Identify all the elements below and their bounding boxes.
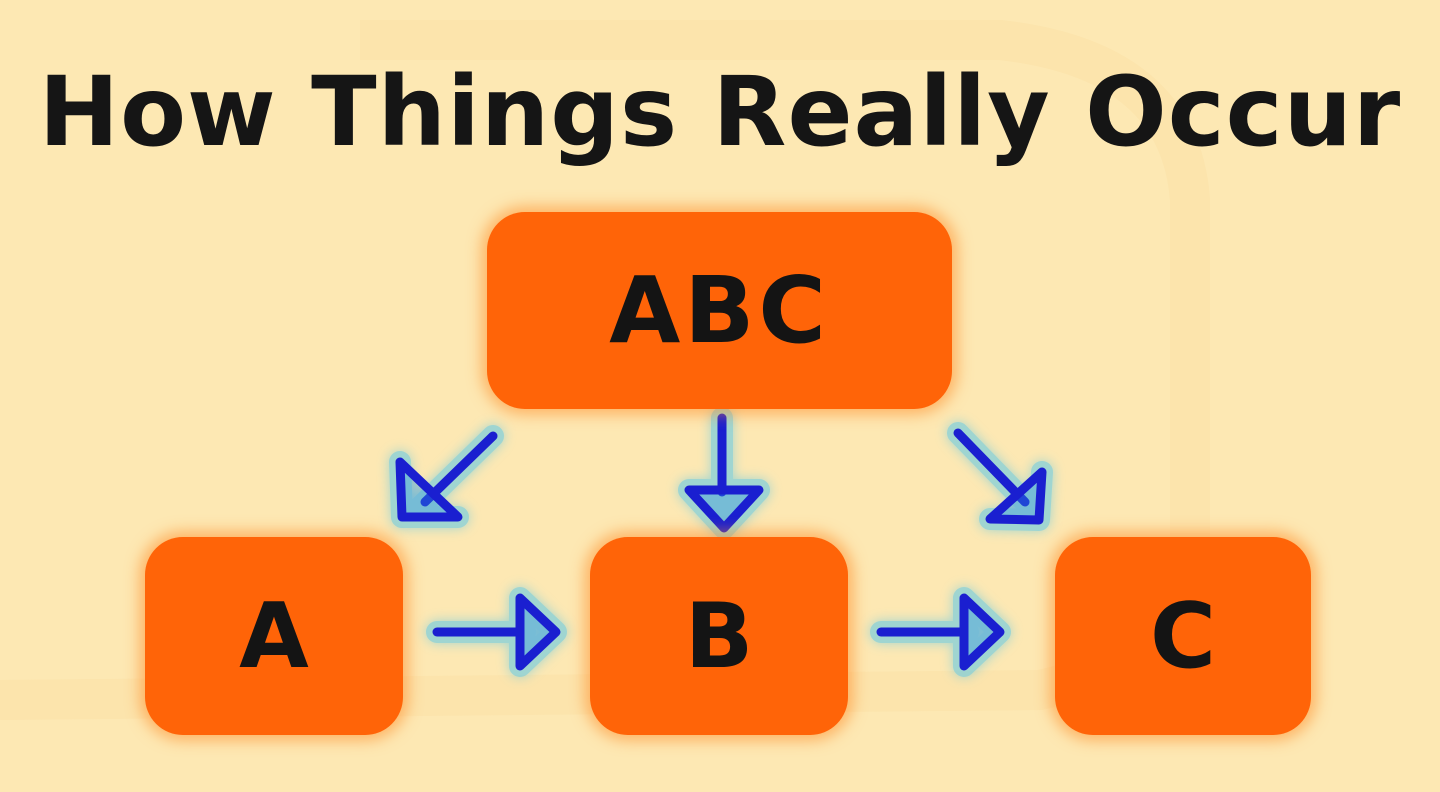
arrow-a-to-b <box>432 593 561 671</box>
node-b-label: B <box>684 583 754 689</box>
node-abc-label: ABC <box>609 257 830 364</box>
node-c-label: C <box>1149 583 1217 689</box>
node-a-label: A <box>239 583 309 689</box>
arrow-abc-to-c <box>953 428 1047 525</box>
arrow-abc-to-a <box>395 431 498 522</box>
node-c: C <box>1055 537 1311 735</box>
node-a: A <box>145 537 403 735</box>
node-b: B <box>590 537 848 735</box>
arrow-abc-to-b <box>684 413 764 533</box>
diagram-title: How Things Really Occur <box>38 56 1402 168</box>
node-abc: ABC <box>487 212 952 409</box>
arrow-b-to-c <box>876 593 1005 671</box>
